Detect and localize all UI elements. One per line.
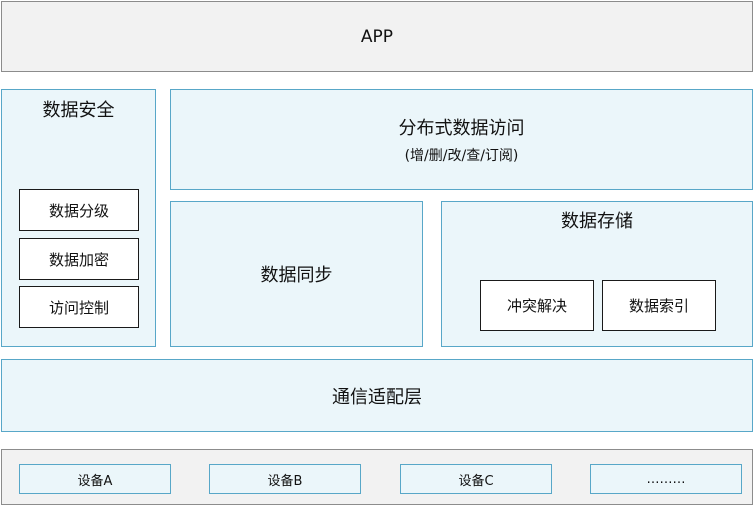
security-item-label: 数据分级 (48, 201, 109, 220)
device-label: 设备B (267, 473, 303, 489)
storage-item-data-index: 数据索引 (602, 280, 716, 331)
devices-layer: 设备A 设备B 设备C ……… (1, 449, 753, 505)
data-sync-label: 数据同步 (260, 265, 333, 286)
distributed-data-access-operations: (增/删/改/查/订阅) (404, 148, 519, 164)
data-storage-title: 数据存储 (561, 211, 633, 232)
data-sync-block: 数据同步 (170, 201, 423, 347)
distributed-data-access-title: 分布式数据访问 (398, 118, 525, 139)
security-item-label: 数据加密 (48, 250, 109, 269)
device-label: 设备A (77, 473, 113, 489)
communication-adapter-label: 通信适配层 (332, 386, 422, 408)
storage-item-label: 冲突解决 (506, 297, 567, 315)
device-a: 设备A (19, 464, 171, 494)
security-item-label: 访问控制 (48, 298, 109, 317)
data-security-title: 数据安全 (42, 100, 115, 121)
data-security-block: 数据安全 数据分级 数据加密 访问控制 (1, 89, 156, 347)
app-layer: APP (1, 1, 753, 72)
security-item-access-control: 访问控制 (19, 286, 139, 328)
device-b: 设备B (209, 464, 361, 494)
device-label: 设备C (458, 473, 494, 489)
communication-adapter-layer: 通信适配层 (1, 359, 753, 432)
data-storage-block: 数据存储 冲突解决 数据索引 (441, 201, 753, 347)
security-item-classification: 数据分级 (19, 189, 139, 231)
distributed-data-access-block: 分布式数据访问 (增/删/改/查/订阅) (170, 89, 753, 190)
security-item-encryption: 数据加密 (19, 238, 139, 280)
app-layer-label: APP (360, 26, 394, 47)
storage-item-conflict-resolution: 冲突解决 (480, 280, 594, 331)
device-c: 设备C (400, 464, 552, 494)
device-label: ……… (646, 471, 686, 487)
storage-item-label: 数据索引 (628, 297, 689, 315)
device-more: ……… (590, 464, 742, 494)
